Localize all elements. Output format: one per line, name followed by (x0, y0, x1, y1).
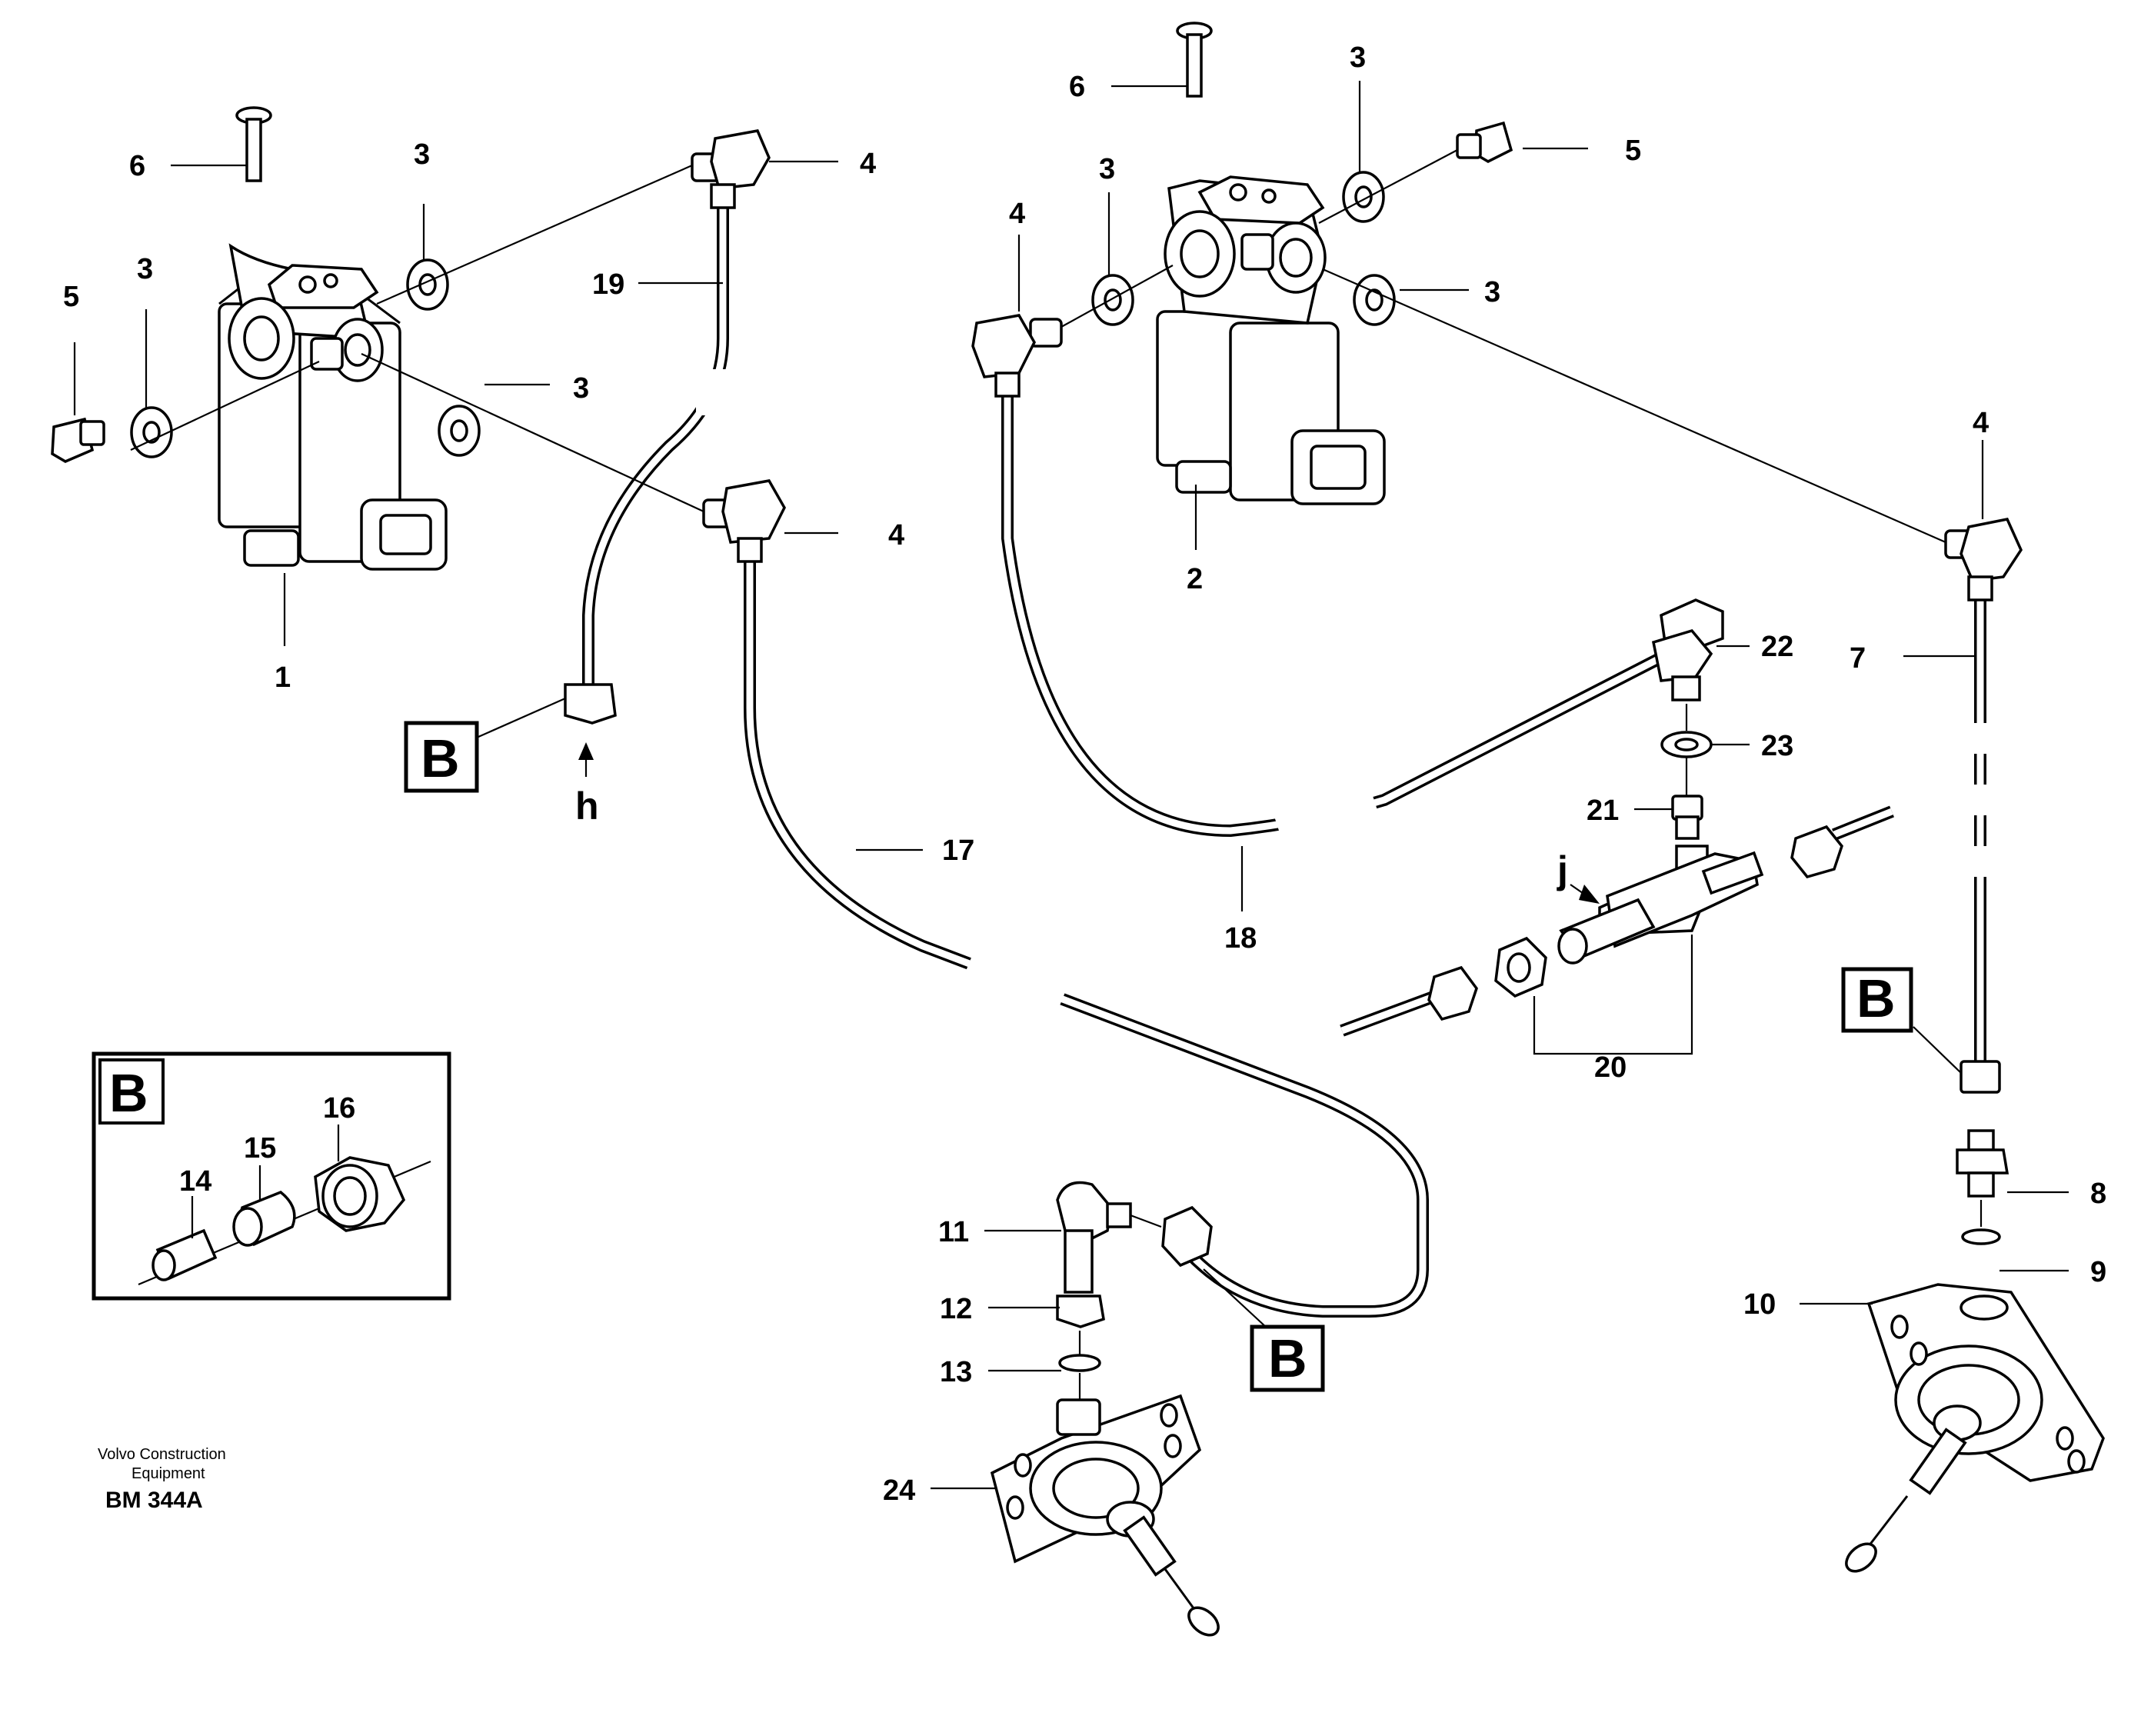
callout-letters: B B B B h j (109, 728, 1896, 1388)
nut-b-lower (1161, 1205, 1213, 1268)
letter-b-right: B (1856, 968, 1896, 1028)
label-22: 22 (1761, 631, 1793, 663)
valve-left (218, 243, 448, 571)
switch-10 (1845, 1283, 2105, 1573)
label-8: 8 (2090, 1178, 2106, 1210)
footer: Volvo Construction Equipment BM 344A (98, 1446, 226, 1513)
drawing-code: BM 344A (105, 1488, 203, 1513)
valve-right (1156, 175, 1386, 505)
label-20: 20 (1594, 1051, 1627, 1084)
marker-h: h (575, 785, 599, 828)
label-6-b: 6 (1069, 71, 1085, 103)
label-6-a: 6 (129, 150, 145, 182)
label-11: 11 (938, 1216, 969, 1248)
label-14: 14 (179, 1165, 211, 1198)
label-7: 7 (1850, 642, 1866, 675)
label-15: 15 (244, 1132, 276, 1165)
callout-b-left (404, 721, 479, 793)
switch-24 (990, 1394, 1220, 1637)
label-3-b: 3 (137, 253, 153, 285)
tee-20 (1427, 825, 1843, 1021)
washer-23 (1660, 731, 1713, 758)
label-3-f: 3 (1484, 276, 1500, 308)
label-3-a: 3 (414, 138, 430, 171)
callout-b-right (1841, 967, 1913, 1033)
detail-b-inset (92, 1051, 451, 1301)
label-3-e: 3 (1099, 153, 1115, 185)
fitting-22 (1651, 598, 1724, 701)
label-21: 21 (1587, 795, 1619, 827)
elbow-11 (1056, 1181, 1132, 1294)
label-13: 13 (940, 1356, 972, 1388)
label-3-c: 3 (573, 372, 589, 405)
plug-21 (1671, 795, 1703, 840)
label-3-d: 3 (1350, 42, 1366, 74)
nut-h (564, 683, 617, 725)
label-4-b: 4 (888, 519, 904, 551)
label-12: 12 (940, 1293, 972, 1325)
label-4-d: 4 (1973, 407, 1989, 439)
label-16: 16 (323, 1092, 355, 1125)
label-24: 24 (883, 1474, 915, 1507)
plug-5-left (51, 417, 105, 463)
leader-lines (73, 81, 2069, 1490)
oring-9 (1961, 1228, 2001, 1245)
label-4-c: 4 (1009, 198, 1025, 230)
letter-b-inset: B (109, 1063, 148, 1123)
part-labels: 1 2 3 3 3 3 3 3 4 4 4 4 5 5 6 6 7 8 9 10… (63, 42, 2106, 1507)
plug-5-right (1456, 121, 1513, 163)
company-line-2: Equipment (132, 1465, 205, 1482)
adapter-8 (1956, 1129, 2009, 1198)
fitting-4-far-right (1944, 518, 2023, 601)
bolt-6-left (235, 106, 272, 182)
label-5-a: 5 (63, 281, 79, 313)
company-line-1: Volvo Construction (98, 1446, 226, 1463)
label-2: 2 (1187, 563, 1203, 595)
label-10: 10 (1743, 1288, 1776, 1321)
label-17: 17 (942, 835, 974, 867)
label-18: 18 (1224, 922, 1257, 955)
label-4-a: 4 (860, 148, 876, 180)
label-5-b: 5 (1625, 135, 1641, 167)
label-1: 1 (275, 661, 291, 694)
label-9: 9 (2090, 1256, 2106, 1288)
bolt-6-right (1176, 22, 1213, 98)
label-19: 19 (592, 268, 624, 301)
oring-13 (1058, 1354, 1101, 1372)
fitting-4-top (691, 129, 771, 209)
nut-12 (1056, 1295, 1105, 1328)
letter-b-lower: B (1268, 1328, 1307, 1388)
callout-b-lower (1250, 1324, 1325, 1392)
letter-b-left: B (421, 728, 460, 788)
fitting-4-left-right (971, 314, 1063, 398)
nut-right-b (1960, 1060, 2001, 1094)
marker-j: j (1557, 848, 1568, 891)
label-23: 23 (1761, 730, 1793, 762)
fitting-4-mid (702, 479, 786, 563)
